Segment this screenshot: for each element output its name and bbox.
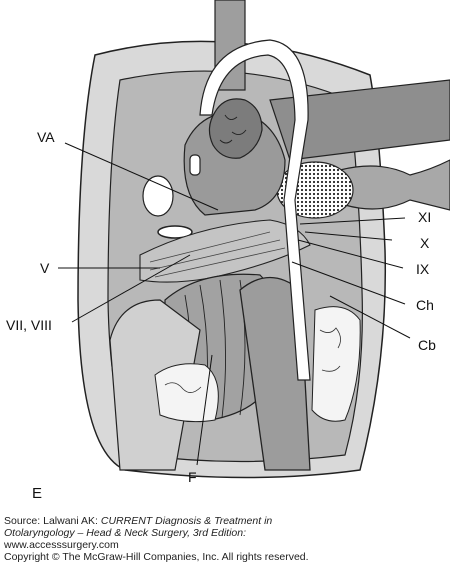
- source-credits: Source: Lalwani AK: CURRENT Diagnosis & …: [4, 515, 446, 563]
- label-vii-viii: VII, VIII: [6, 317, 52, 333]
- disc: [157, 225, 193, 239]
- label-x: X: [420, 235, 430, 251]
- source-prefix: Source: Lalwani AK:: [4, 515, 101, 527]
- label-ch: Ch: [416, 297, 434, 313]
- left-round-structure: [142, 175, 174, 217]
- book-title-line2: Otolaryngology – Head & Neck Surgery, 3r…: [4, 527, 247, 539]
- main-retractor-blade: [239, 277, 311, 471]
- book-title-line1: CURRENT Diagnosis & Treatment in: [100, 515, 273, 527]
- label-v: V: [40, 260, 50, 276]
- panel-letter: E: [32, 485, 43, 502]
- vessel-right: [269, 79, 450, 161]
- cloth-patch-left: [154, 363, 219, 423]
- label-xi: XI: [418, 209, 431, 225]
- small-capsule: [189, 154, 201, 176]
- label-f: F: [188, 469, 197, 485]
- nerve-bulb-right: [339, 159, 450, 211]
- leader-lines: [58, 142, 411, 466]
- nerve-bundle: [139, 219, 311, 283]
- tumor-mass: [208, 98, 263, 159]
- surgical-illustration: VA V VII, VIII F XI X IX Ch Cb: [6, 0, 450, 485]
- website-link[interactable]: www.accesssurgery.com: [4, 539, 119, 551]
- cloth-patch-right: [311, 306, 361, 422]
- suction-tube: [199, 39, 311, 381]
- label-va: VA: [37, 129, 55, 145]
- label-cb: Cb: [418, 337, 436, 353]
- label-ix: IX: [416, 261, 430, 277]
- copyright-notice: Copyright © The McGraw-Hill Companies, I…: [4, 551, 309, 563]
